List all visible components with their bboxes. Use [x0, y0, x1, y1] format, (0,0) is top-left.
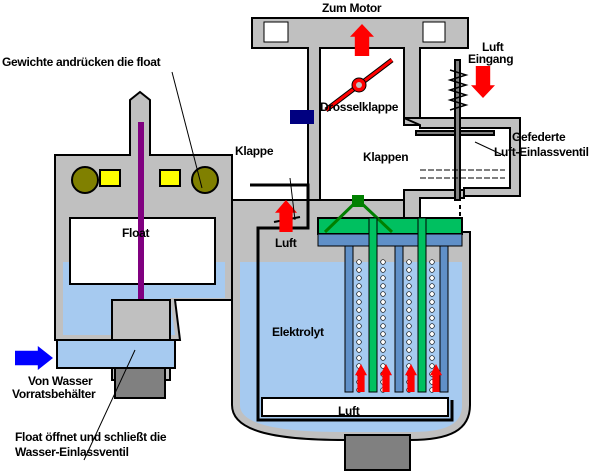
air-arrow-up-icon [380, 364, 392, 392]
blue-plate [439, 245, 449, 393]
gas-bubble [429, 347, 435, 353]
motor-outlet-housing [251, 17, 469, 226]
label-zum-motor: Zum Motor [322, 1, 382, 15]
gas-bubble [380, 347, 386, 353]
gas-bubble [356, 291, 362, 297]
gas-bubble [406, 307, 412, 313]
gas-bubble [429, 323, 435, 329]
label-gefederte-2: Luft-Einlassventil [494, 145, 589, 159]
label-luft-eingang-2: Eingang [468, 52, 514, 66]
gas-bubble [406, 323, 412, 329]
gas-bubble [380, 315, 386, 321]
gas-bubble [356, 307, 362, 313]
gas-bubble [380, 267, 386, 273]
label-float-oeffnet-1: Float öffnet und schließt die [15, 430, 167, 444]
gas-bubble [406, 347, 412, 353]
air-inlet-valve-chamber [403, 59, 521, 233]
label-von-wasser-1: Von Wasser [28, 374, 93, 388]
label-luft-eingang-1: Luft [482, 40, 504, 54]
gas-bubble [356, 331, 362, 337]
gas-bubble [406, 283, 412, 289]
gas-bubble [356, 259, 362, 265]
gas-bubble [380, 307, 386, 313]
blue-plate [344, 245, 354, 393]
label-float: Float [122, 226, 150, 240]
gas-bubble [429, 299, 435, 305]
air-arrow-up-icon [350, 24, 374, 56]
label-drosselklappe: Drosselklappe [320, 100, 399, 114]
gas-bubble [429, 315, 435, 321]
gas-bubble [356, 355, 362, 361]
gas-bubble [356, 283, 362, 289]
flow-arrows [15, 24, 495, 392]
label-von-wasser-2: Vorratsbehälter [12, 387, 96, 401]
gas-bubble [356, 339, 362, 345]
gas-bubble [406, 339, 412, 345]
gas-bubble [429, 363, 435, 369]
gas-bubble [356, 299, 362, 305]
gas-bubble [356, 323, 362, 329]
gas-bubble [380, 331, 386, 337]
air-arrow-up-icon [355, 364, 367, 392]
flap-valves [273, 195, 394, 234]
gas-bubble [429, 259, 435, 265]
gas-bubble [429, 291, 435, 297]
gas-bubble [406, 355, 412, 361]
label-klappen: Klappen [363, 150, 409, 164]
air-arrow-up-icon [405, 364, 417, 392]
gas-bubble [429, 331, 435, 337]
gas-bubble [429, 283, 435, 289]
label-float-oeffnet-2: Wasser-Einlassventil [15, 445, 129, 459]
throttle-valve [324, 58, 394, 112]
green-plate [417, 217, 427, 393]
green-plate [368, 217, 378, 393]
leader-lines [83, 71, 506, 461]
gas-bubble [429, 355, 435, 361]
blue-plate [394, 245, 404, 393]
label-luft-flap: Luft [275, 236, 297, 250]
gas-bubble [429, 339, 435, 345]
gas-bubble [380, 275, 386, 281]
gas-bubble [380, 355, 386, 361]
gas-bubble [380, 339, 386, 345]
gas-bubble [406, 275, 412, 281]
gas-bubble [406, 299, 412, 305]
gas-bubble [429, 275, 435, 281]
gas-bubble [356, 315, 362, 321]
gas-bubble [429, 307, 435, 313]
gas-bubble [406, 267, 412, 273]
label-elektrolyt: Elektrolyt [272, 325, 324, 339]
gas-bubble [406, 259, 412, 265]
gas-bubble [406, 331, 412, 337]
float-tank [54, 90, 233, 399]
gas-bubble [380, 291, 386, 297]
water-arrow-right-icon [15, 346, 53, 370]
gas-bubble [356, 267, 362, 273]
gas-bubble [356, 275, 362, 281]
gas-bubble [429, 267, 435, 273]
gas-bubble [356, 347, 362, 353]
air-arrow-up-icon [275, 200, 297, 232]
gas-bubble [380, 283, 386, 289]
label-luft-bottom: Luft [338, 404, 360, 418]
gas-bubble [406, 291, 412, 297]
gas-bubble [406, 315, 412, 321]
air-arrow-up-icon [430, 364, 442, 392]
air-arrow-down-icon [471, 66, 495, 98]
gas-bubble [380, 323, 386, 329]
gas-bubble [380, 299, 386, 305]
label-gewichte: Gewichte andrücken die float [2, 55, 161, 69]
gas-bubble [380, 259, 386, 265]
throttle-actuator [290, 110, 314, 124]
label-gefederte-1: Gefederte [512, 130, 566, 144]
label-klappe: Klappe [235, 144, 274, 158]
